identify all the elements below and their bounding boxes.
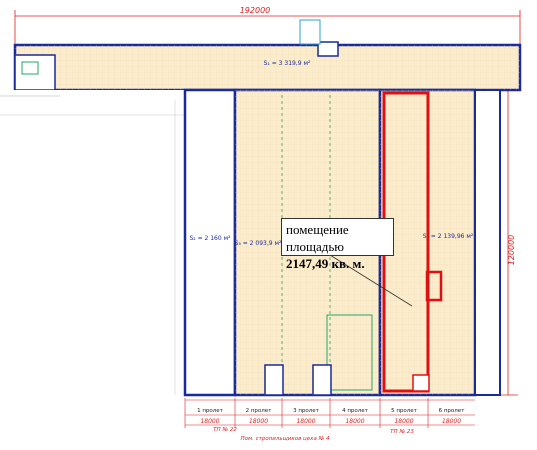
note-tp23: ТП № 23 bbox=[390, 429, 414, 435]
right-dimension: 120000 bbox=[500, 45, 518, 396]
note-tp22: ТП № 22 bbox=[213, 427, 237, 433]
area-s2-label: S₂ = 2 160 м² bbox=[189, 235, 231, 242]
span-label-6: 6 пролет bbox=[439, 408, 466, 414]
span-width-2: 18000 bbox=[249, 418, 268, 425]
room-area-callout: помещение площадью 2147,49 кв. м. bbox=[281, 218, 394, 271]
area-s4-label: S₄ = 2 139,96 м² bbox=[423, 233, 474, 240]
left-white-zone bbox=[0, 90, 185, 400]
overall-height-label: 120000 bbox=[507, 235, 516, 266]
overall-width-label: 192000 bbox=[240, 6, 271, 15]
span-label-4: 4 пролет bbox=[342, 408, 369, 414]
span-width-4: 18000 bbox=[345, 418, 364, 425]
span-label-3: 3 пролет bbox=[293, 408, 320, 414]
span-label-2: 2 пролет bbox=[246, 408, 273, 414]
top-dimension: 192000 bbox=[14, 6, 521, 45]
upper-building: S₁ = 3 319,9 м² bbox=[13, 19, 522, 92]
callout-line1: помещение площадью bbox=[286, 222, 349, 254]
span-width-5: 18000 bbox=[394, 418, 413, 425]
span-label-5: 5 пролет bbox=[391, 408, 418, 414]
area-s3-label: S₃ = 2 093,9 м² bbox=[235, 240, 282, 247]
span-label-1: 1 пролет bbox=[197, 408, 224, 414]
span-width-1: 18000 bbox=[200, 418, 219, 425]
callout-line2: 2147,49 кв. м. bbox=[286, 256, 365, 271]
note-workshop: Пом. стропильщиков цеха № 4 bbox=[240, 436, 330, 442]
building-s2: S₂ = 2 160 м² bbox=[183, 88, 237, 397]
span-width-3: 18000 bbox=[296, 418, 315, 425]
area-s1-label: S₁ = 3 319,9 м² bbox=[264, 60, 311, 67]
span-width-6: 18000 bbox=[442, 418, 461, 425]
building-s4: S₄ = 2 139,96 м² bbox=[378, 88, 501, 397]
